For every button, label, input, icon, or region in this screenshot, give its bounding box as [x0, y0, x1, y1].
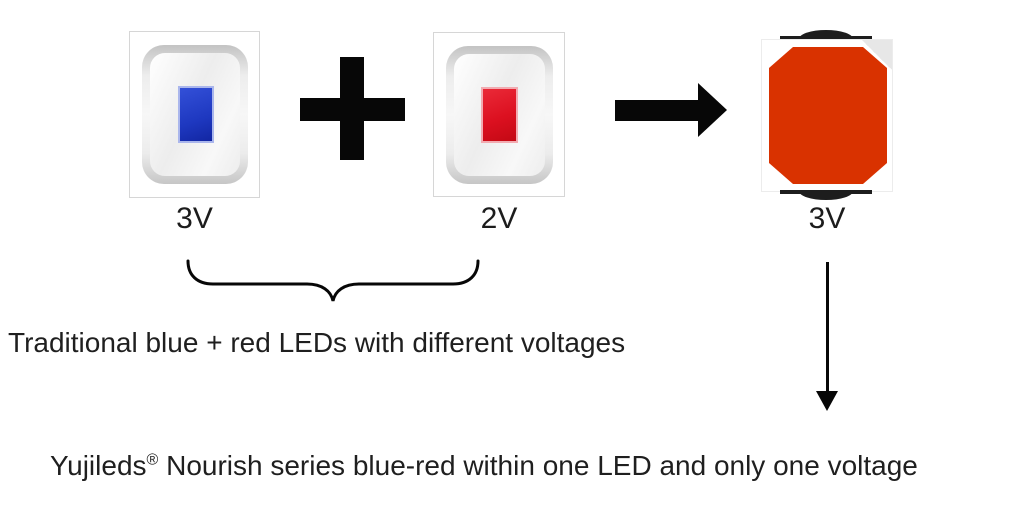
plus-icon — [300, 57, 405, 160]
nourish-led-phosphor — [769, 47, 887, 184]
red-led-package — [433, 32, 565, 197]
nourish-led-top-electrode — [780, 30, 872, 40]
curly-brace-icon — [186, 259, 480, 302]
nourish-led-bottom-electrode — [780, 190, 872, 200]
caption-nourish-rest: Nourish series blue-red within one LED a… — [158, 450, 918, 481]
nourish-led-package — [761, 39, 893, 192]
plus-icon-horizontal-bar — [300, 98, 405, 121]
registered-trademark-icon: ® — [146, 451, 159, 469]
arrow-right-icon — [615, 83, 727, 137]
voltage-label-blue: 3V — [176, 202, 213, 235]
caption-nourish-brand: Yujileds — [50, 450, 147, 481]
caption-traditional: Traditional blue + red LEDs with differe… — [8, 327, 626, 358]
red-led-chip — [481, 87, 518, 143]
voltage-label-red: 2V — [480, 202, 518, 235]
blue-led-package — [129, 31, 260, 198]
arrow-down-icon — [815, 262, 840, 411]
blue-led-chip — [178, 86, 214, 143]
arrow-right-shaft — [615, 100, 698, 121]
caption-nourish: Yujileds® Nourish series blue-red within… — [50, 449, 918, 483]
arrow-down-head — [816, 391, 838, 411]
arrow-down-line — [826, 262, 829, 394]
voltage-label-nourish: 3V — [808, 202, 846, 235]
arrow-right-head — [698, 83, 727, 137]
